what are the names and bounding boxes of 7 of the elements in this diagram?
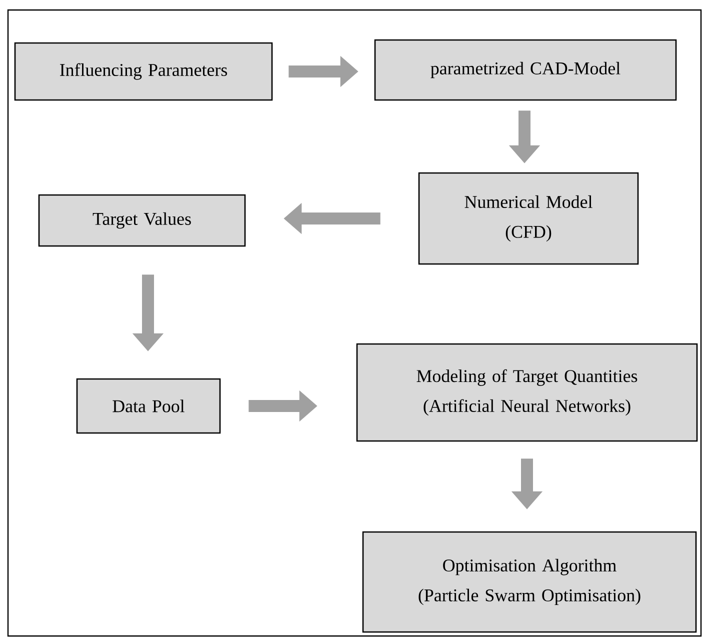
- process-box: Target Values: [38, 194, 246, 247]
- process-box: Numerical Model (CFD): [418, 172, 639, 265]
- process-box: Modeling of Target Quantities (Artificial Neural Networks): [356, 343, 698, 442]
- process-box: parametrized CAD-Model: [374, 39, 677, 101]
- process-box: Optimisation Algorithm (Particle Swarm Optimisation): [362, 531, 697, 633]
- process-box: Data Pool: [76, 378, 221, 434]
- process-box: Influencing Parameters: [14, 42, 273, 101]
